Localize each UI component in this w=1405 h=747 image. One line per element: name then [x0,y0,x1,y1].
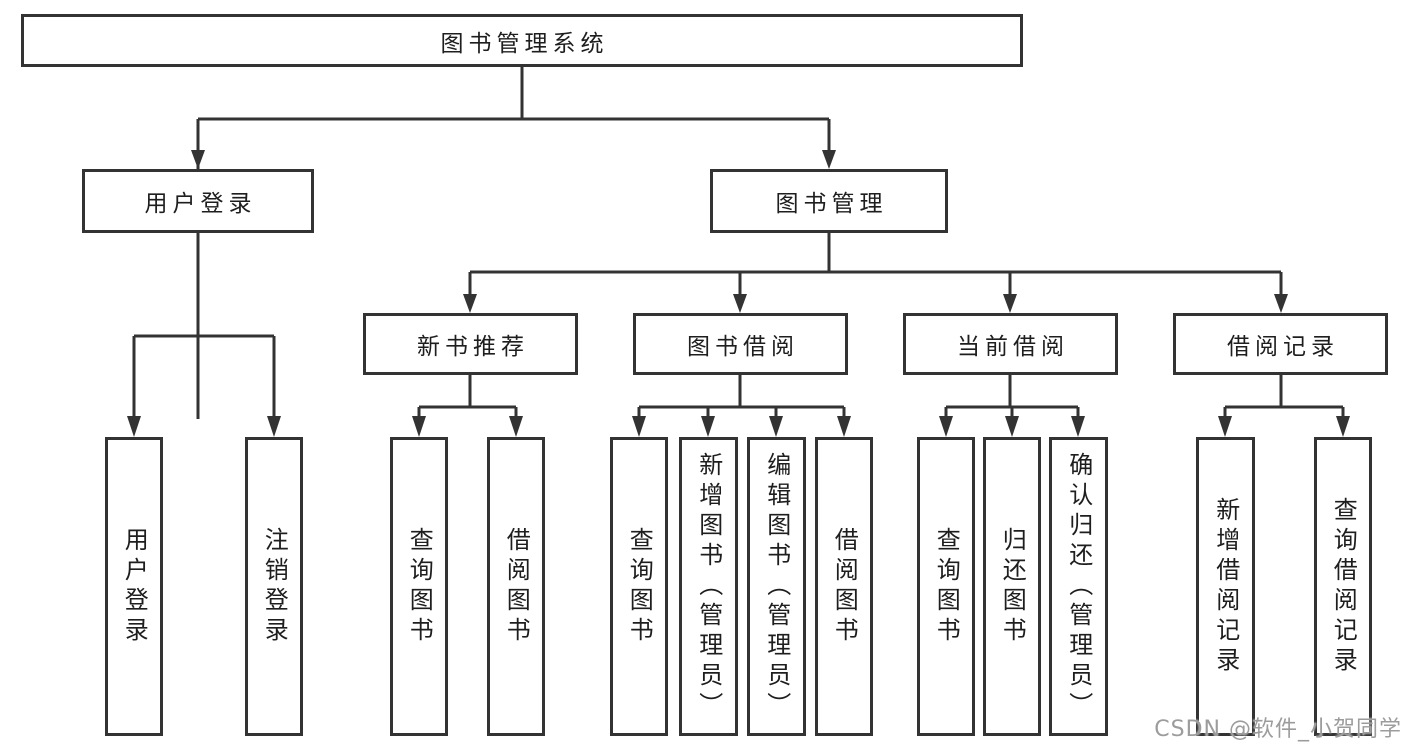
node-leaf-user-login: 用户登录 [105,437,163,736]
node-new-book-recommendation: 新书推荐 [363,313,578,375]
node-leaf-edit-books-admin: 编辑图书（管理员） [747,437,806,736]
node-leaf-query-books-current: 查询图书 [917,437,975,736]
node-library-management-system: 图书管理系统 [21,14,1023,67]
node-leaf-borrow-books: 借阅图书 [815,437,873,736]
leaf-label: 新增图书（管理员） [694,451,723,722]
connector-root-to-level2 [191,67,836,419]
node-leaf-query-books-borrow: 查询图书 [610,437,668,736]
node-leaf-query-books-recommend: 查询图书 [390,437,448,736]
node-book-management: 图书管理 [710,169,948,233]
node-leaf-add-borrow-record: 新增借阅记录 [1196,437,1255,736]
node-user-login: 用户登录 [82,169,314,233]
connector-currentborrow-to-children [939,375,1085,437]
connector-borrowrecords-to-children [1218,375,1350,437]
connector-userlogin-to-children [127,233,281,437]
leaf-label: 查询借阅记录 [1329,496,1358,677]
connector-bookmgmt-to-level3 [463,233,1288,313]
node-leaf-return-books: 归还图书 [983,437,1041,736]
csdn-watermark: CSDN @软件_小贺同学 [1154,717,1402,742]
leaf-label: 用户登录 [120,526,149,647]
leaf-label: 编辑图书（管理员） [762,451,791,722]
leaf-label: 注销登录 [260,526,289,647]
connector-bookborrow-to-children [632,375,851,437]
leaf-label: 查询图书 [405,526,434,647]
leaf-label: 新增借阅记录 [1211,496,1240,677]
leaf-label: 借阅图书 [502,526,531,647]
node-leaf-query-borrow-record: 查询借阅记录 [1314,437,1372,736]
connector-newbook-to-children [412,375,523,437]
node-leaf-confirm-return-admin: 确认归还（管理员） [1049,437,1108,736]
leaf-label: 确认归还（管理员） [1064,451,1093,722]
node-borrowing-records: 借阅记录 [1173,313,1388,375]
leaf-label: 查询图书 [625,526,654,647]
leaf-label: 归还图书 [998,526,1027,647]
node-current-borrowing: 当前借阅 [903,313,1118,375]
node-leaf-add-books-admin: 新增图书（管理员） [679,437,738,736]
leaf-label: 查询图书 [932,526,961,647]
leaf-label: 借阅图书 [830,526,859,647]
node-leaf-borrow-books-recommend: 借阅图书 [487,437,545,736]
node-leaf-logout: 注销登录 [245,437,303,736]
node-book-borrowing: 图书借阅 [633,313,848,375]
